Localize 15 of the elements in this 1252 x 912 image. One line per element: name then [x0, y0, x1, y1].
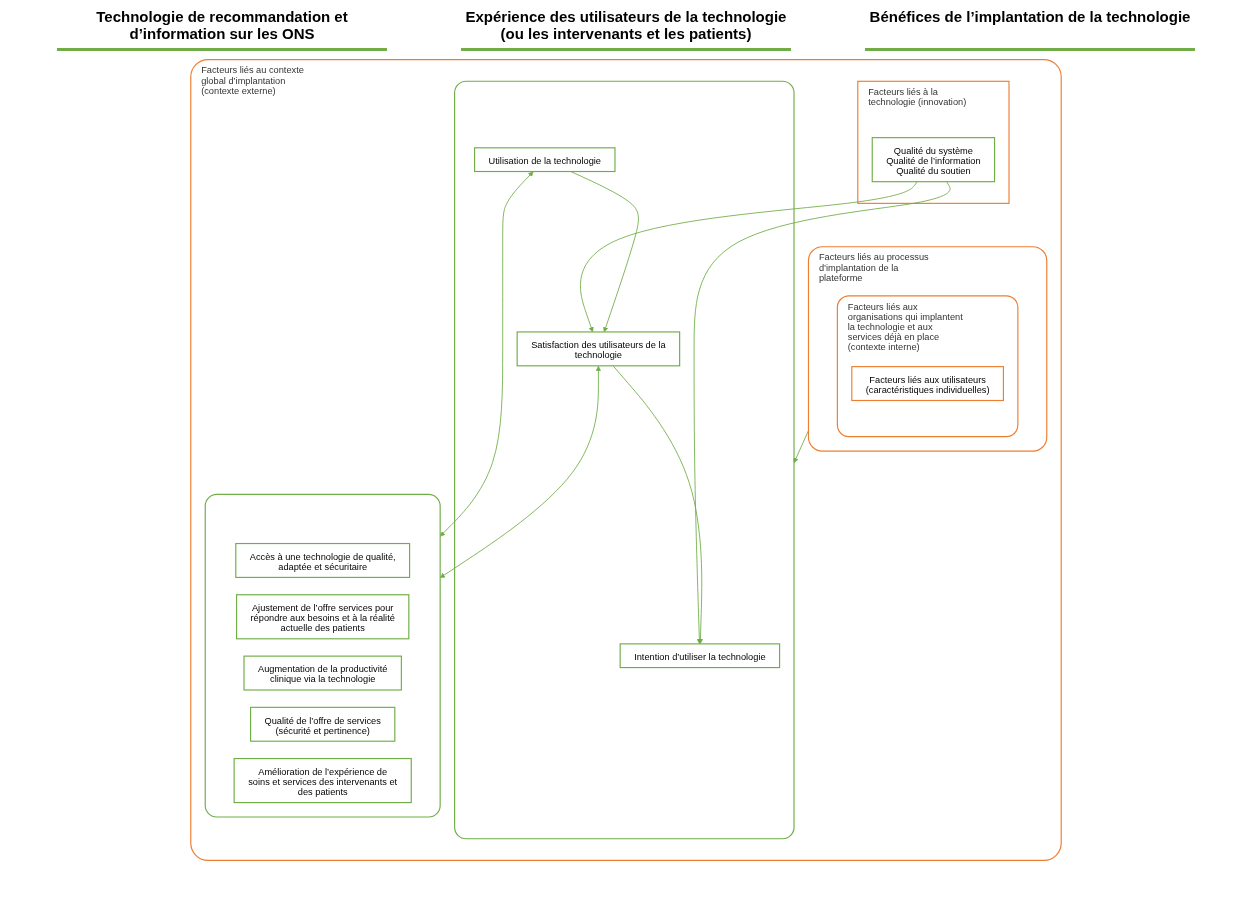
column-heading: Bénéfices de l’implantation de la technologie: [865, 8, 1195, 51]
column-heading: Expérience des utilisateurs de la technologie (ou les intervenants et les patients): [461, 8, 791, 51]
node-box: Facteurs liés aux utilisateurs (caractéristiques individuelles): [851, 366, 1004, 402]
node-box: Accès à une technologie de qualité, adaptée et sécuritaire: [235, 542, 411, 578]
node-box: Augmentation de la productivité clinique via la technologie: [243, 655, 402, 691]
node-box: Qualité de l’offre de services (sécurité et pertinence): [250, 706, 396, 742]
cluster: [204, 493, 441, 818]
node-box: Utilisation de la technologie: [474, 147, 616, 173]
column-heading: Technologie de recommandation et d’information sur les ONS: [57, 8, 387, 51]
node-box: Ajustement de l’offre services pour répondre aux besoins et à la réalité actuelle des patients: [236, 594, 410, 640]
cluster: [454, 80, 795, 840]
node-box: Qualité du système Qualité de l’information Qualité du soutien: [871, 137, 996, 183]
node-box: Amélioration de l’expérience de soins et services des intervenants et des patients: [233, 757, 412, 804]
node-box: Intention d’utiliser la technologie: [619, 643, 781, 669]
node-box: Satisfaction des utilisateurs de la technologie: [516, 331, 681, 367]
